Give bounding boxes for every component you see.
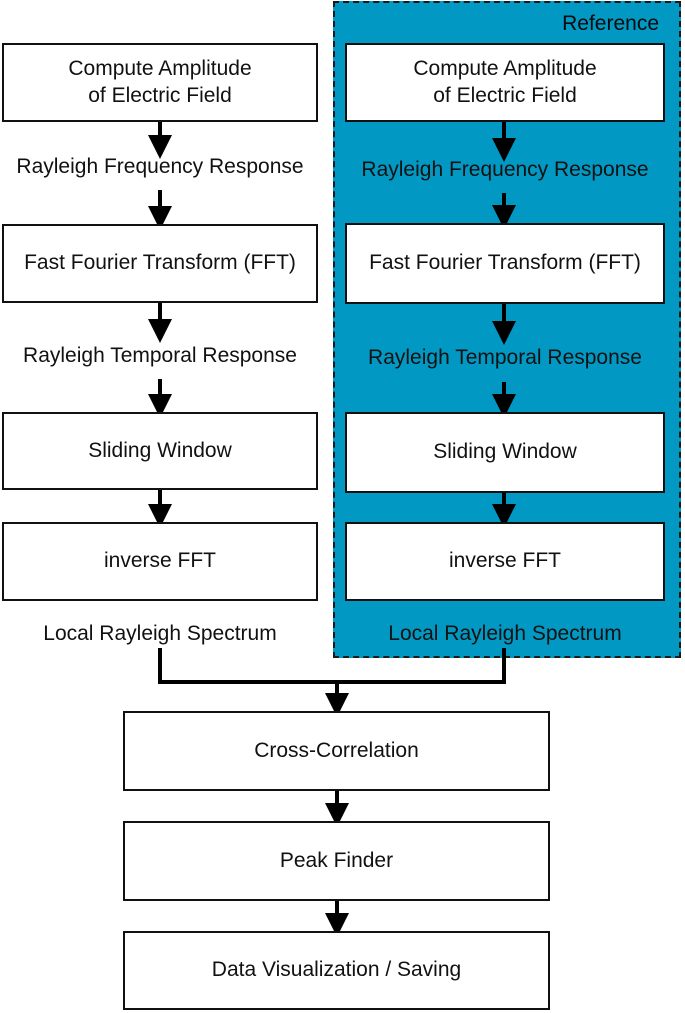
right-compute-amplitude-box: Compute Amplitude of Electric Field — [345, 43, 665, 122]
left-local-rayleigh-label: Local Rayleigh Spectrum — [43, 622, 277, 645]
right-rayleigh-temporal-label: Rayleigh Temporal Response — [368, 346, 642, 369]
peak-finder-box: Peak Finder — [123, 821, 550, 901]
left-compute-amplitude-box: Compute Amplitude of Electric Field — [2, 43, 318, 122]
left-fft-box: Fast Fourier Transform (FFT) — [2, 224, 318, 303]
left-rayleigh-temporal-label: Rayleigh Temporal Response — [23, 344, 297, 367]
left-rayleigh-frequency-label: Rayleigh Frequency Response — [16, 155, 304, 178]
left-sliding-window-box: Sliding Window — [2, 412, 318, 490]
left-inverse-fft-box: inverse FFT — [2, 522, 318, 601]
right-inverse-fft-label: inverse FFT — [448, 549, 561, 573]
data-visualization-box: Data Visualization / Saving — [123, 931, 550, 1010]
right-compute-amplitude-label: Compute Amplitude of Electric Field — [413, 57, 597, 107]
right-fft-label: Fast Fourier Transform (FFT) — [369, 251, 641, 275]
cross-correlation-box: Cross-Correlation — [123, 711, 550, 791]
right-inverse-fft-box: inverse FFT — [345, 522, 665, 601]
left-compute-amplitude-label: Compute Amplitude of Electric Field — [68, 57, 252, 107]
right-local-rayleigh-label: Local Rayleigh Spectrum — [388, 622, 622, 645]
cross-correlation-label: Cross-Correlation — [254, 738, 419, 762]
left-fft-label: Fast Fourier Transform (FFT) — [24, 251, 296, 275]
right-sliding-window-box: Sliding Window — [345, 412, 665, 493]
right-sliding-window-label: Sliding Window — [433, 440, 577, 464]
left-inverse-fft-label: inverse FFT — [103, 549, 216, 573]
reference-title: Reference — [562, 12, 659, 35]
peak-finder-label: Peak Finder — [279, 848, 394, 872]
data-visualization-label: Data Visualization / Saving — [211, 958, 462, 982]
right-fft-box: Fast Fourier Transform (FFT) — [345, 223, 665, 304]
right-rayleigh-frequency-label: Rayleigh Frequency Response — [361, 158, 649, 181]
left-sliding-window-label: Sliding Window — [88, 438, 232, 462]
